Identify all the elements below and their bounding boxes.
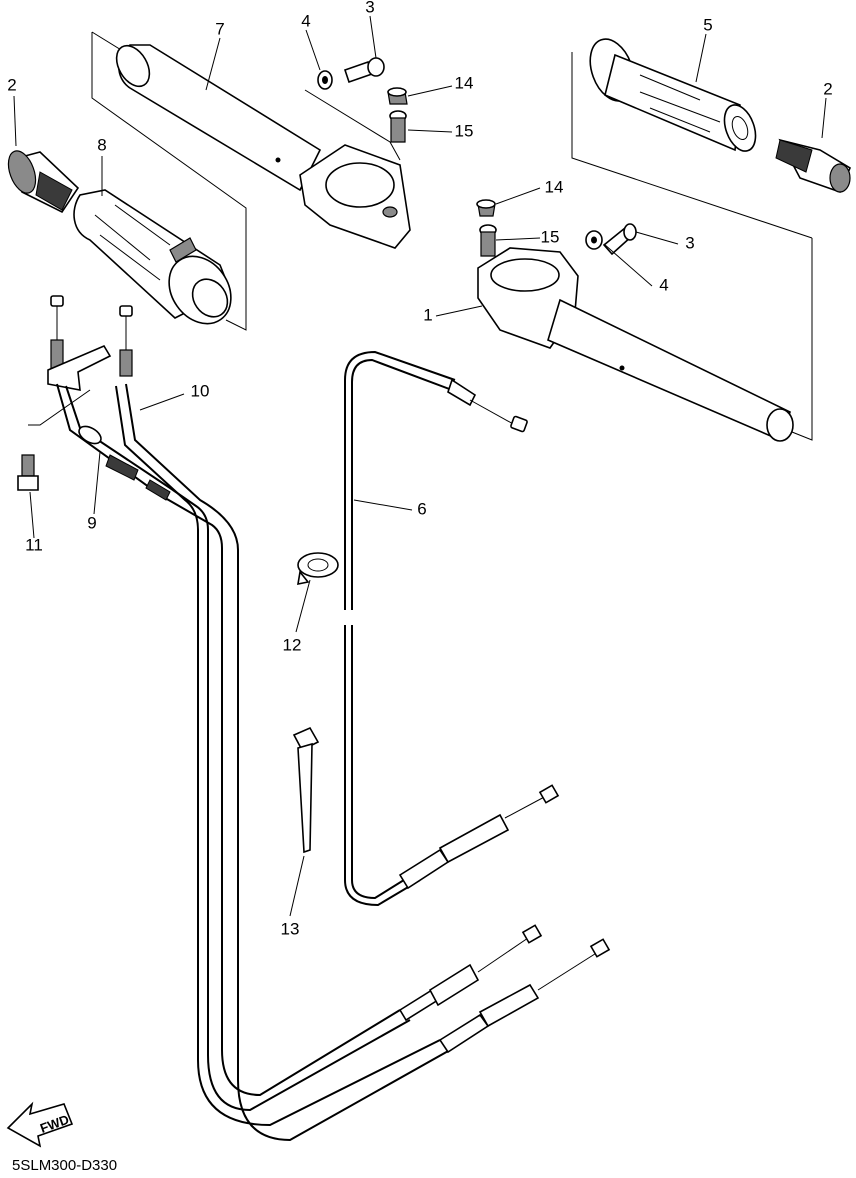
bar-end-part-2-right (775, 138, 852, 194)
bolt-part-11 (17, 389, 91, 491)
callout-9: 9 (87, 513, 96, 532)
diagram-code: 5SLM300-D330 (12, 1157, 117, 1174)
cable-tie-part-13 (292, 726, 320, 854)
callout-8: 8 (97, 135, 106, 154)
callout-12: 12 (283, 635, 302, 654)
right-handlebar-part-1 (477, 247, 794, 442)
washer-part-4-top (317, 70, 333, 90)
right-grip-part-5 (589, 38, 757, 152)
bolt-part-3-top (343, 57, 385, 84)
callout-1: 1 (423, 305, 432, 324)
callout-15-top: 15 (455, 121, 474, 140)
washer-part-4-right (585, 230, 603, 250)
callout-6: 6 (417, 499, 426, 518)
right-assembly-outline (571, 52, 813, 441)
callout-10: 10 (191, 381, 210, 400)
bolt-part-15-top (389, 110, 407, 143)
callout-3-right: 3 (685, 233, 694, 252)
forward-direction-arrow: FWD (6, 1101, 74, 1148)
screw-part-14-right (476, 199, 496, 217)
callout-14-top: 14 (455, 73, 474, 92)
callout-15-right: 15 (541, 227, 560, 246)
callout-7: 7 (215, 19, 224, 38)
choke-cable-part-6 (344, 350, 560, 907)
callout-14-right: 14 (545, 177, 564, 196)
callout-11: 11 (25, 535, 43, 554)
callout-2-right: 2 (823, 79, 832, 98)
callout-2-left: 2 (7, 75, 16, 94)
callout-4-right: 4 (659, 275, 668, 294)
bolt-part-15-right (479, 224, 497, 257)
callout-4-top: 4 (301, 11, 310, 30)
callout-5: 5 (703, 15, 712, 34)
callout-13: 13 (281, 919, 300, 938)
left-grip-part-8 (73, 189, 232, 325)
clamp-part-12 (297, 552, 339, 586)
bolt-part-3-right (602, 223, 637, 256)
bar-end-part-2-left (7, 150, 80, 214)
screw-part-14-top (387, 87, 408, 105)
throttle-cables-part-9-10 (47, 295, 611, 1142)
leader-lines (13, 15, 827, 917)
callout-3-top: 3 (365, 0, 374, 16)
callout-numbers: 2 7 4 3 14 15 8 5 2 14 15 3 4 1 10 9 11 … (7, 0, 832, 938)
left-handlebar-part-7 (115, 44, 411, 249)
